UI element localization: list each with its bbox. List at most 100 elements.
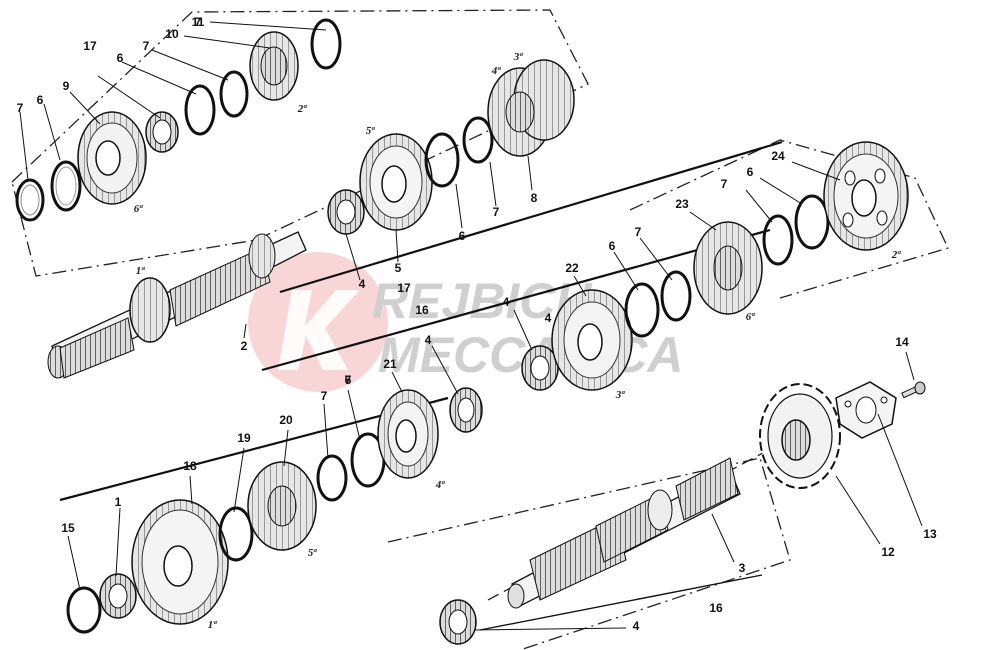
sprocket-lock-plate bbox=[835, 381, 897, 439]
callout-17: 17 bbox=[83, 39, 97, 53]
callout-4: 4 bbox=[545, 311, 552, 325]
secondary-shaft bbox=[507, 457, 741, 609]
axis-upper bbox=[279, 140, 783, 294]
callout-3: 3 bbox=[739, 561, 746, 575]
callout-23: 23 bbox=[675, 197, 689, 211]
needle-bearing bbox=[439, 599, 477, 645]
front-sprocket bbox=[759, 383, 841, 489]
axis-output bbox=[479, 574, 763, 631]
circlip-ring bbox=[219, 70, 249, 118]
callout-2: 2 bbox=[241, 339, 248, 353]
callout-10: 10 bbox=[165, 27, 179, 41]
callout-6: 6 bbox=[117, 51, 124, 65]
gear-3rd-4th-primary bbox=[487, 59, 575, 157]
gear-mark: 1ª bbox=[208, 619, 218, 631]
shim-washer bbox=[66, 586, 102, 634]
needle-bearing bbox=[99, 573, 137, 619]
thrust-washer bbox=[794, 194, 830, 250]
gear-mark: 2ª bbox=[297, 103, 308, 115]
callout-4: 4 bbox=[425, 333, 432, 347]
callout-14: 14 bbox=[895, 335, 909, 349]
circlip-ring bbox=[762, 214, 794, 266]
gear-3rd-secondary bbox=[551, 289, 633, 391]
needle-bearing bbox=[327, 189, 365, 235]
upper-group bbox=[15, 18, 575, 379]
gear-mark: 3ª bbox=[513, 51, 524, 63]
lock-plate-bolt bbox=[901, 381, 926, 399]
assembly-frames bbox=[11, 9, 949, 650]
thrust-washer bbox=[310, 18, 342, 70]
callout-7: 7 bbox=[721, 177, 728, 191]
callout-4: 4 bbox=[633, 619, 640, 633]
callout-9: 9 bbox=[63, 79, 70, 93]
output-group bbox=[439, 381, 926, 645]
watermark-logo-k bbox=[278, 290, 360, 370]
gear-4th-secondary bbox=[377, 389, 439, 479]
gear-6th-secondary bbox=[693, 221, 763, 315]
callout-17: 17 bbox=[397, 281, 411, 295]
gear-mark: 5ª bbox=[366, 125, 376, 137]
callout-6: 6 bbox=[37, 93, 44, 107]
gear-1st-secondary bbox=[131, 499, 229, 625]
callout-11: 11 bbox=[192, 15, 205, 29]
circlip-ring bbox=[462, 116, 494, 164]
callout-7: 7 bbox=[195, 15, 202, 29]
gear-mark: 6ª bbox=[134, 203, 144, 215]
thrust-washer bbox=[184, 84, 216, 136]
needle-bearing bbox=[449, 387, 483, 433]
circlip-ring bbox=[316, 454, 348, 502]
callout-1: 1 bbox=[115, 495, 122, 509]
lower-frame bbox=[387, 457, 791, 650]
gear-2nd-secondary bbox=[823, 141, 909, 251]
thrust-washer bbox=[624, 282, 660, 338]
callout-22: 22 bbox=[565, 261, 579, 275]
callout-7: 7 bbox=[345, 373, 352, 387]
callout-8: 8 bbox=[531, 191, 538, 205]
callout-13: 13 bbox=[923, 527, 937, 541]
gear-5th-secondary bbox=[247, 461, 317, 551]
gear-mark: 1ª bbox=[136, 265, 146, 277]
callout-16: 16 bbox=[709, 601, 723, 615]
callout-19: 19 bbox=[237, 431, 251, 445]
upper-frame bbox=[11, 9, 589, 277]
primary-shaft bbox=[47, 231, 307, 379]
callout-16: 16 bbox=[415, 303, 429, 317]
callout-24: 24 bbox=[771, 149, 785, 163]
callout-4: 4 bbox=[503, 295, 510, 309]
callout-15: 15 bbox=[61, 521, 75, 535]
gear-mark: 2ª bbox=[891, 249, 902, 261]
thrust-washer bbox=[50, 160, 82, 212]
needle-bearing bbox=[521, 345, 559, 391]
thrust-washer bbox=[218, 506, 254, 562]
callout-4: 4 bbox=[359, 277, 366, 291]
callout-6: 6 bbox=[345, 373, 352, 387]
gear-mark: 6ª bbox=[746, 311, 756, 323]
circlip-ring bbox=[660, 270, 692, 322]
callout-20: 20 bbox=[279, 413, 293, 427]
callout-labels: 1234444456666667777777789101112131415161… bbox=[17, 15, 937, 633]
callout-6: 6 bbox=[747, 165, 754, 179]
callout-7: 7 bbox=[321, 389, 328, 403]
axis-middle bbox=[261, 228, 771, 372]
callout-21: 21 bbox=[383, 357, 397, 371]
lower-group bbox=[66, 387, 483, 634]
callout-6: 6 bbox=[459, 229, 466, 243]
circlip-ring bbox=[15, 178, 45, 222]
callout-7: 7 bbox=[143, 39, 150, 53]
gear-mark: 4ª bbox=[491, 65, 502, 77]
thrust-washer bbox=[424, 132, 460, 188]
callout-12: 12 bbox=[881, 545, 895, 559]
gear-5th-primary bbox=[359, 133, 433, 231]
gear-mark: 4ª bbox=[435, 479, 446, 491]
callout-5: 5 bbox=[395, 261, 402, 275]
callout-7: 7 bbox=[493, 205, 500, 219]
watermark: REJBICH MECCANICA bbox=[248, 252, 684, 392]
needle-bearing bbox=[145, 111, 179, 153]
gear-2nd-primary bbox=[249, 31, 299, 101]
gear-mark: 5ª bbox=[308, 547, 318, 559]
gear-position-marks: 1ª 1ª 2ª 2ª 3ª 3ª 4ª 4ª 5ª 5ª 6ª 6ª bbox=[134, 51, 902, 631]
middle-frame bbox=[629, 139, 949, 299]
gear-mark: 3ª bbox=[615, 389, 626, 401]
